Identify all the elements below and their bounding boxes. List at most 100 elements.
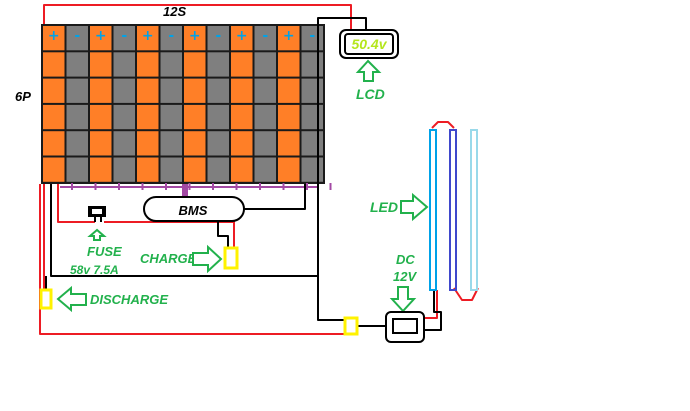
battery-cell (66, 104, 88, 130)
battery-cell (113, 78, 135, 103)
battery-cell (184, 78, 206, 103)
battery-pack: +-+-+-+-+-+- (41, 24, 332, 190)
battery-cell (301, 104, 323, 130)
positive-sign: + (236, 28, 248, 44)
battery-cell (254, 26, 276, 51)
dc-label: DC (396, 252, 415, 267)
balance-lead-taps (60, 183, 332, 190)
wire-bms-output (244, 184, 306, 210)
lcd-label: LCD (356, 86, 385, 102)
negative-sign: - (309, 28, 315, 44)
battery-cell (278, 131, 300, 156)
lcd-reading: 50.4v (351, 36, 387, 52)
negative-sign: - (168, 28, 174, 44)
battery-cell (207, 131, 229, 156)
battery-cell (90, 131, 112, 156)
battery-cell (278, 157, 300, 182)
battery-cell (113, 131, 135, 156)
negative-sign: - (215, 28, 221, 44)
battery-cell (184, 104, 206, 130)
dc-voltage: 12V (393, 269, 417, 284)
charge-label: CHARGE (140, 251, 197, 266)
arrow-up-icon (355, 59, 382, 82)
lcd-display: 50.4v (339, 29, 399, 59)
wire-positive-to-fuse (57, 184, 95, 223)
positive-sign: + (142, 28, 154, 44)
wire-dc-out-positive (424, 290, 438, 319)
battery-pack-border (41, 24, 325, 184)
bms-label: BMS (179, 203, 208, 218)
battery-cell (207, 26, 229, 51)
battery-cell (90, 26, 112, 51)
battery-cell (160, 131, 182, 156)
battery-cell (90, 78, 112, 103)
battery-cell (207, 78, 229, 103)
battery-cell (113, 26, 135, 51)
battery-cell (43, 52, 65, 77)
battery-cell (66, 157, 88, 182)
wire-lcd-negative (317, 17, 367, 300)
bms-module: BMS (143, 196, 245, 222)
led-tube-1 (429, 129, 437, 291)
charge-connector (223, 246, 239, 270)
dc-input-connector (343, 316, 359, 336)
battery-cell (231, 131, 253, 156)
battery-cell (301, 131, 323, 156)
battery-cell (43, 157, 65, 182)
battery-cell (301, 157, 323, 182)
battery-cell (231, 104, 253, 130)
battery-cell (66, 52, 88, 77)
led-label: LED (370, 199, 398, 215)
battery-cell (43, 104, 65, 130)
wire-dc-out-negative (424, 290, 442, 331)
battery-cell (66, 26, 88, 51)
battery-cell (301, 78, 323, 103)
fuse (88, 206, 106, 222)
led-bottom-link (453, 287, 479, 301)
battery-cell (113, 157, 135, 182)
positive-sign: + (283, 28, 295, 44)
wire-positive-to-dc (39, 184, 345, 335)
series-label: 12S (163, 4, 186, 19)
wiring (39, 4, 479, 335)
arrow-right-icon (400, 192, 429, 222)
battery-cell (278, 104, 300, 130)
battery-cell (184, 131, 206, 156)
positive-sign: + (189, 28, 201, 44)
battery-cell (184, 157, 206, 182)
discharge-label: DISCHARGE (90, 292, 168, 307)
positive-sign: + (48, 28, 60, 44)
battery-cell (43, 26, 65, 51)
battery-cell (184, 52, 206, 77)
battery-cell (66, 78, 88, 103)
cell-polarity-signs: +-+-+-+-+-+- (48, 28, 315, 44)
negative-sign: - (121, 28, 127, 44)
battery-cell (160, 52, 182, 77)
battery-cell (113, 104, 135, 130)
battery-cell (90, 52, 112, 77)
battery-cell (90, 157, 112, 182)
battery-cell (160, 104, 182, 130)
battery-cell (207, 104, 229, 130)
battery-cell (254, 52, 276, 77)
battery-cell (254, 131, 276, 156)
led-tube-2 (449, 129, 457, 291)
battery-cell (231, 78, 253, 103)
battery-cell (278, 78, 300, 103)
battery-cell (160, 26, 182, 51)
arrow-right-icon (192, 244, 223, 274)
battery-cell (207, 52, 229, 77)
negative-sign: - (74, 28, 80, 44)
battery-cell (137, 78, 159, 103)
wire-fuse-to-charge (104, 221, 235, 248)
battery-cell (231, 52, 253, 77)
battery-cell (278, 26, 300, 51)
battery-cell (254, 157, 276, 182)
battery-cell (137, 157, 159, 182)
arrow-left-icon (56, 285, 87, 313)
parallel-label: 6P (15, 89, 31, 104)
battery-cell (207, 157, 229, 182)
dc-converter (385, 311, 425, 343)
led-tube-3 (470, 129, 478, 291)
